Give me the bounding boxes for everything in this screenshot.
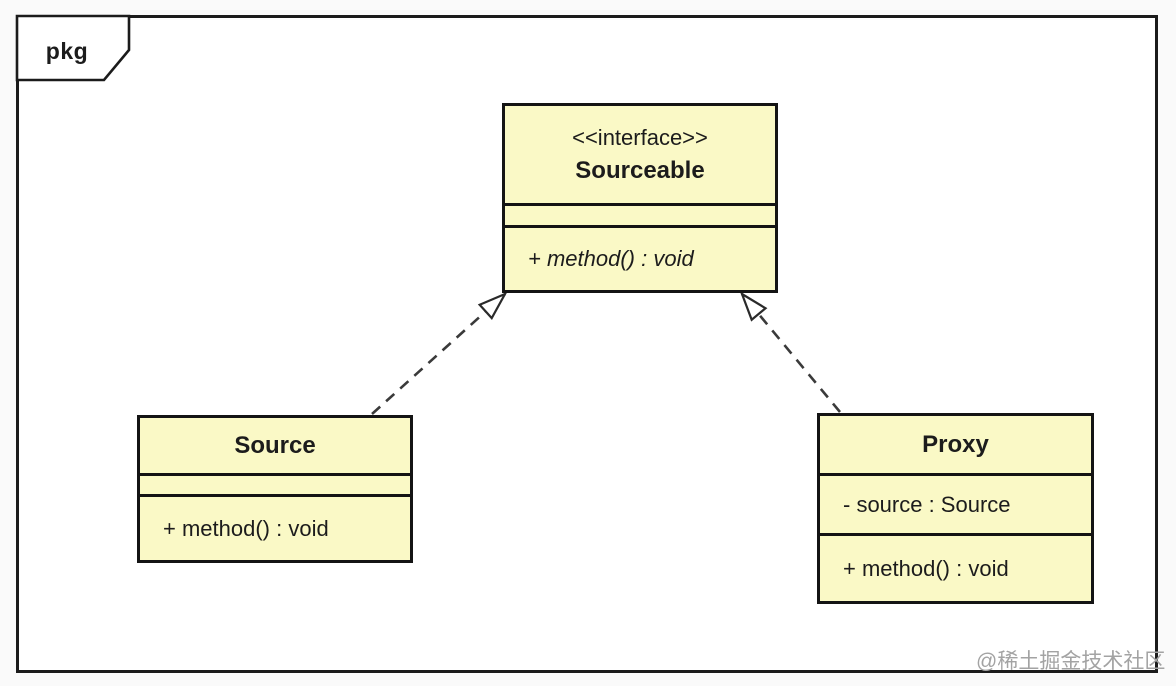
realization-arrow-source-to-sourceable	[371, 291, 508, 415]
package-tab-label: pkg	[45, 37, 89, 64]
proxy-attribute: - source : Source	[843, 491, 1011, 517]
sourceable-attributes-compartment	[505, 203, 775, 225]
class-box-sourceable: <<interface>> Sourceable + method() : vo…	[502, 103, 778, 293]
class-box-proxy: Proxy - source : Source + method() : voi…	[817, 413, 1094, 604]
sourceable-stereotype: <<interface>>	[572, 124, 708, 150]
proxy-operations-compartment: + method() : void	[820, 533, 1091, 601]
package-tab	[15, 14, 131, 82]
source-name: Source	[234, 431, 316, 459]
source-operations-compartment: + method() : void	[140, 494, 410, 560]
source-operation: + method() : void	[163, 515, 329, 541]
watermark-text: @稀土掘金技术社区	[976, 650, 1166, 673]
source-attributes-compartment	[140, 473, 410, 494]
sourceable-operations-compartment: + method() : void	[505, 225, 775, 290]
sourceable-header: <<interface>> Sourceable	[505, 106, 775, 203]
proxy-header: Proxy	[820, 416, 1091, 473]
class-box-source: Source + method() : void	[137, 415, 413, 563]
proxy-name: Proxy	[922, 430, 989, 458]
proxy-operation: + method() : void	[843, 555, 1009, 581]
realization-arrow-proxy-to-sourceable	[739, 291, 842, 413]
source-header: Source	[140, 418, 410, 473]
sourceable-name: Sourceable	[575, 156, 705, 184]
proxy-attributes-compartment: - source : Source	[820, 473, 1091, 533]
sourceable-operation: + method() : void	[528, 246, 694, 271]
